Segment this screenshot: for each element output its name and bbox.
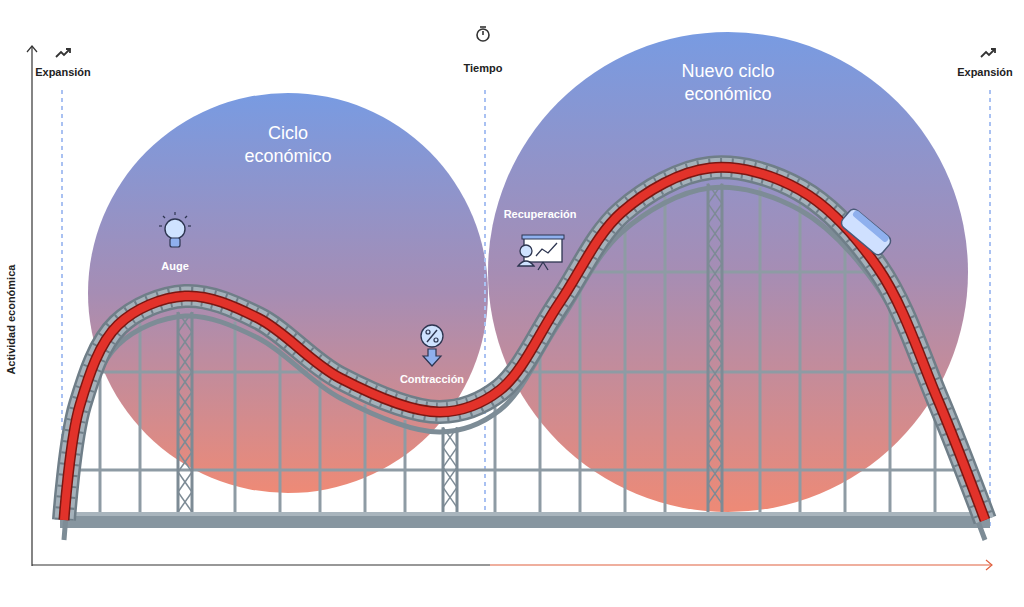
axes-part: [32, 564, 490, 565]
scaffolding-part: [234, 322, 237, 514]
stopwatch-icon: [477, 27, 489, 41]
coaster-base: [60, 512, 990, 528]
cycle-circle: Ciclo económico: [88, 93, 488, 493]
phase-label: Auge: [161, 260, 189, 273]
axis-label: Actividad económica: [5, 265, 18, 375]
axes-part: [31, 46, 32, 566]
percent-down-icon-part: [421, 325, 443, 347]
scaffolding-part: [178, 492, 192, 512]
scaffolding-part: [588, 271, 870, 274]
presentation-icon-part: [536, 243, 557, 256]
lightbulb-icon-part: [174, 212, 175, 215]
scaffolding-part: [443, 467, 457, 487]
circle-fill: [488, 32, 968, 512]
scaffolding-part: [494, 407, 497, 514]
axis-label: Expansión: [957, 66, 1013, 79]
presentation-icon-part: [522, 235, 564, 239]
axes-part: [986, 560, 992, 570]
scaffolding-part: [443, 487, 457, 507]
percent-down-icon-part: [434, 338, 438, 342]
scaffolding-part: [759, 187, 762, 514]
trend-icon-part: [981, 49, 995, 57]
scaffolding-part: [72, 469, 960, 472]
lightbulb-icon-part: [165, 219, 185, 239]
axis-label: Tiempo: [464, 62, 503, 75]
phase-label: Contracción: [400, 373, 464, 386]
coaster-base-part: [60, 512, 990, 516]
scaffolding-part: [443, 487, 457, 507]
scaffolding-part: [579, 284, 582, 514]
scaffolding-part: [98, 371, 308, 374]
guide-lines-part: [989, 90, 991, 530]
scaffolding-part: [404, 420, 407, 514]
scaffolding-part: [99, 365, 102, 514]
scaffolding-part: [139, 323, 142, 514]
scaffolding-part: [178, 492, 192, 512]
presentation-icon-part: [520, 245, 532, 257]
scaffolding-part: [528, 371, 922, 374]
scaffolding-part: [456, 427, 459, 514]
scaffolding-part: [889, 301, 892, 514]
scaffolding-part: [442, 427, 445, 514]
scaffolding-part: [799, 204, 802, 514]
trend-icon-part: [66, 49, 70, 53]
phase-label: Recuperación: [504, 208, 577, 221]
coaster-base-part: [60, 512, 990, 528]
lightbulb-icon-part: [159, 225, 162, 226]
trend-icon: [56, 49, 70, 57]
stopwatch-icon-part: [480, 26, 486, 28]
scaffolding-part: [364, 405, 367, 514]
scaffolding-part: [178, 472, 192, 492]
scaffolding-part: [844, 240, 847, 514]
scaffolding-part: [539, 349, 542, 514]
percent-down-icon-part: [426, 330, 430, 334]
lightbulb-icon-part: [188, 225, 191, 226]
trend-icon: [981, 49, 995, 57]
scaffolding-part: [664, 197, 667, 514]
scaffolding-part: [443, 447, 457, 467]
circle-fill: [88, 93, 488, 493]
axes-part: [490, 564, 992, 565]
percent-down-icon-part: [427, 330, 437, 342]
axis-label: Expansión: [35, 66, 91, 79]
scaffolding-part: [319, 379, 322, 514]
cycle-circle: Nuevo ciclo económico: [488, 32, 968, 512]
scaffolding-part: [443, 447, 457, 467]
stopwatch-icon-part: [477, 29, 489, 41]
cycle-title: Ciclo económico: [223, 122, 353, 169]
cycle-title: Nuevo ciclo económico: [643, 60, 813, 107]
axes-part: [27, 46, 37, 52]
lightbulb-icon-part: [170, 238, 180, 247]
guide-lines-part: [484, 90, 486, 530]
trend-icon-part: [56, 49, 70, 57]
scaffolding-part: [178, 472, 192, 492]
trend-icon-part: [991, 49, 995, 53]
stopwatch-icon-part: [482, 31, 484, 35]
scaffolding-part: [443, 467, 457, 487]
